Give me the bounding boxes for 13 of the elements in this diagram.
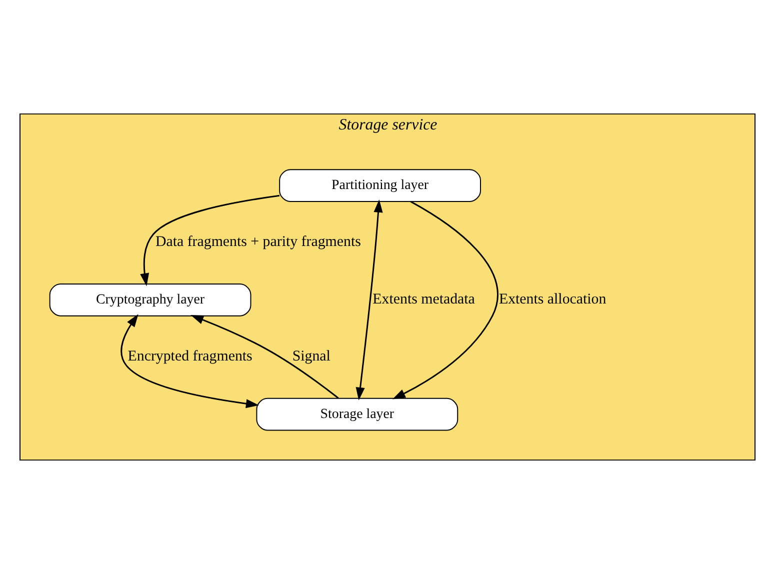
edge-label: Data fragments + parity fragments	[155, 234, 361, 250]
arrow	[120, 314, 259, 408]
edge-label: Signal	[292, 348, 330, 364]
edge-label: Encrypted fragments	[128, 348, 252, 364]
edge-label: Extents metadata	[372, 290, 475, 307]
node-box: Partitioning layer	[279, 168, 481, 202]
arrow	[392, 200, 498, 399]
node-box: Cryptography layer	[49, 283, 252, 316]
arrow	[140, 194, 280, 286]
arrow	[190, 314, 339, 398]
edge-label: Extents allocation	[499, 290, 606, 307]
node-box: Storage layer	[256, 397, 458, 430]
arrow	[356, 198, 383, 400]
